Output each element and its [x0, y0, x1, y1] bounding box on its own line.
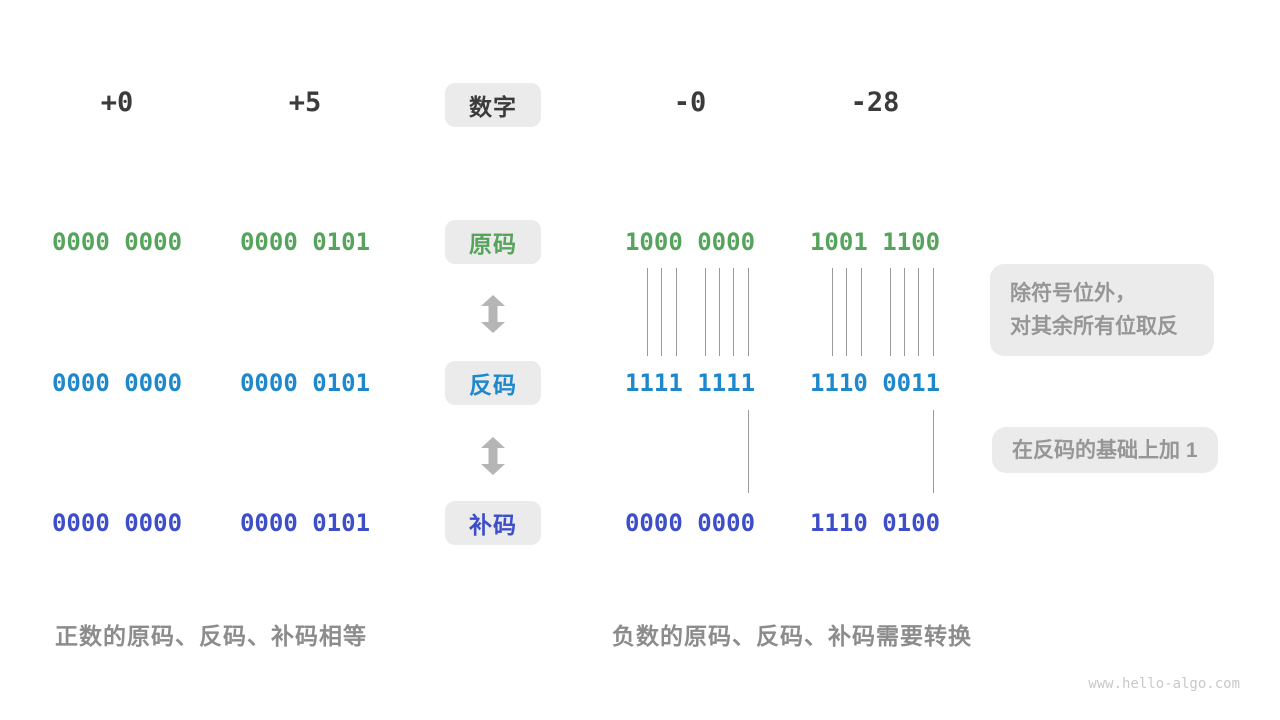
ones-complement-badge: 反码	[445, 361, 541, 405]
add-one-connector	[933, 410, 934, 493]
watermark: www.hello-algo.com	[1088, 676, 1240, 692]
up-down-arrow-icon	[480, 437, 506, 475]
invert-bit-connector	[676, 268, 677, 356]
sign-magnitude-value-plus5: 0000 0101	[239, 228, 371, 256]
sign-magnitude-value-minus28: 1001 1100	[809, 228, 941, 256]
ones-complement-value-minus28: 1110 0011	[809, 369, 941, 397]
number-badge: 数字	[445, 83, 541, 127]
header-number-minus28: -28	[850, 87, 900, 118]
invert-bit-connector	[733, 268, 734, 356]
invert-annotation-line1: 除符号位外，	[1010, 282, 1136, 305]
add-one-annotation: 在反码的基础上加 1	[992, 427, 1218, 473]
ones-complement-value-plus5: 0000 0101	[239, 369, 371, 397]
invert-bit-connector	[719, 268, 720, 356]
header-number-plus5: +5	[288, 87, 322, 118]
add-one-connector	[748, 410, 749, 493]
negative-numbers-caption: 负数的原码、反码、补码需要转换	[612, 623, 972, 649]
invert-bit-connector	[861, 268, 862, 356]
invert-bit-connector	[904, 268, 905, 356]
sign-magnitude-value-minus0: 1000 0000	[624, 228, 756, 256]
invert-bit-connector	[748, 268, 749, 356]
twos-complement-value-plus5: 0000 0101	[239, 509, 371, 537]
ones-complement-value-minus0: 1111 1111	[624, 369, 756, 397]
twos-complement-badge: 补码	[445, 501, 541, 545]
invert-bit-connector	[661, 268, 662, 356]
invert-bit-connector	[918, 268, 919, 356]
twos-complement-value-minus0: 0000 0000	[624, 509, 756, 537]
invert-bit-connector	[832, 268, 833, 356]
ones-complement-value-plus0: 0000 0000	[51, 369, 183, 397]
header-number-minus0: -0	[673, 87, 707, 118]
sign-magnitude-value-plus0: 0000 0000	[51, 228, 183, 256]
up-down-arrow-icon	[480, 295, 506, 333]
invert-bit-connector	[933, 268, 934, 356]
invert-bit-connector	[705, 268, 706, 356]
invert-bit-connector	[647, 268, 648, 356]
positive-numbers-caption: 正数的原码、反码、补码相等	[55, 623, 367, 649]
invert-bit-connector	[846, 268, 847, 356]
header-number-plus0: +0	[100, 87, 134, 118]
twos-complement-value-minus28: 1110 0100	[809, 509, 941, 537]
twos-complement-value-plus0: 0000 0000	[51, 509, 183, 537]
invert-bit-connector	[890, 268, 891, 356]
invert-annotation-line2: 对其余所有位取反	[1010, 315, 1178, 338]
sign-magnitude-badge: 原码	[445, 220, 541, 264]
invert-annotation: 除符号位外， 对其余所有位取反	[990, 264, 1214, 356]
